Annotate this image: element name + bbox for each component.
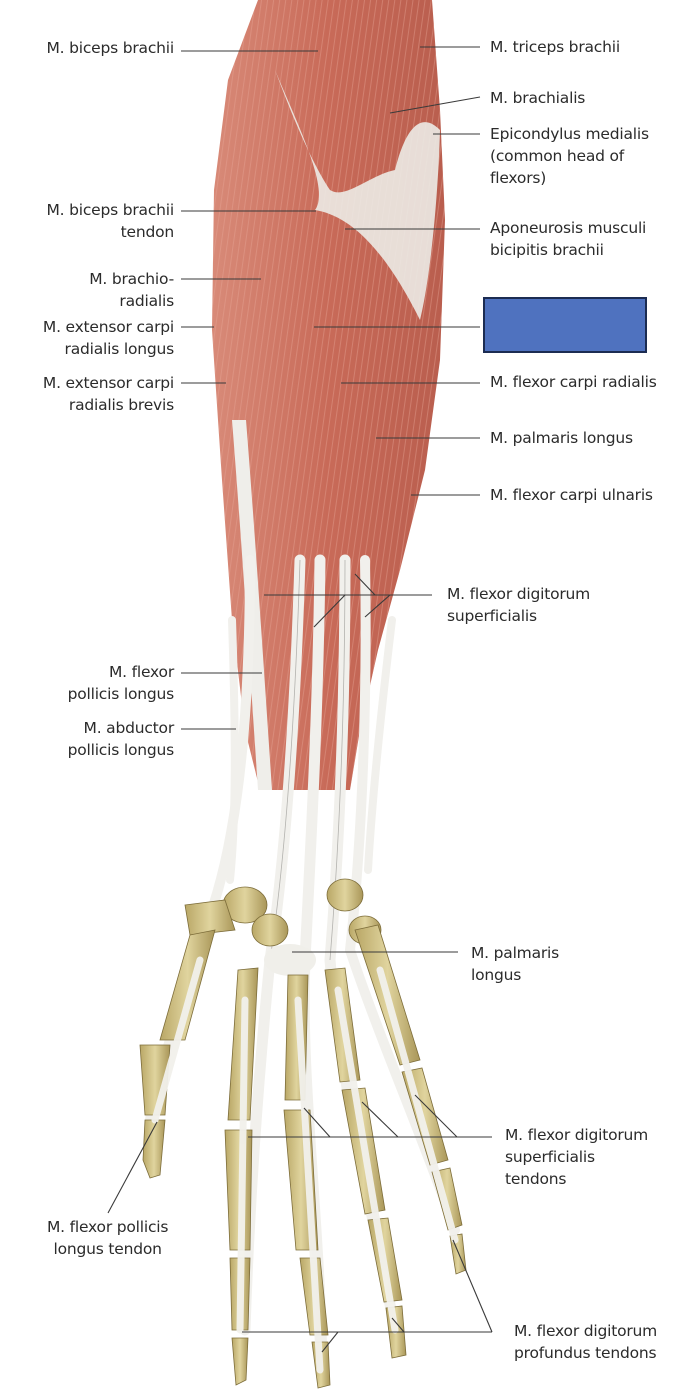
leader-lines: [107, 46, 493, 1353]
label-flexor-carpi-ulnaris: M. flexor carpi ulnaris: [490, 486, 653, 504]
label-biceps-brachii-tendon: M. biceps brachii tendon: [46, 201, 174, 241]
label-epicondylus-medialis: Epicondylus medialis (common head of fle…: [490, 125, 649, 187]
label-triceps-brachii: M. triceps brachii: [490, 38, 620, 56]
label-biceps-brachii: M. biceps brachii: [46, 39, 174, 57]
label-brachialis: M. brachialis: [490, 89, 586, 107]
thumb-bones: [139, 929, 216, 1179]
label-flexor-carpi-radialis: M. flexor carpi radialis: [490, 373, 657, 391]
label-flexor-pollicis-longus: M. flexor pollicis longus: [67, 663, 175, 703]
label-extensor-carpi-radialis-longus: M. extensor carpi radialis longus: [42, 318, 174, 358]
label-palmaris-longus-hand: M. palmaris longus: [471, 944, 560, 984]
palmar-aponeurosis-origin: [264, 944, 316, 976]
label-fdp-tendons: M. flexor digitorum profundus tendons: [514, 1322, 658, 1362]
label-flexor-digitorum-superficialis: M. flexor digitorum superficialis: [447, 585, 591, 625]
label-extensor-carpi-radialis-brevis: M. extensor carpi radialis brevis: [42, 374, 174, 414]
label-fds-tendons: M. flexor digitorum superficialis tendon…: [505, 1126, 649, 1188]
label-palmaris-longus: M. palmaris longus: [490, 429, 633, 447]
label-brachioradialis: M. brachio- radialis: [89, 270, 174, 310]
label-abductor-pollicis-longus: M. abductor pollicis longus: [67, 719, 175, 759]
masked-label-box: [483, 297, 647, 353]
label-flexor-pollicis-longus-tendon: M. flexor pollicis longus tendon: [47, 1218, 169, 1258]
label-aponeurosis-musculi-bicipitis: Aponeurosis musculi bicipitis brachii: [490, 219, 647, 259]
forearm-muscles: [212, 0, 445, 790]
